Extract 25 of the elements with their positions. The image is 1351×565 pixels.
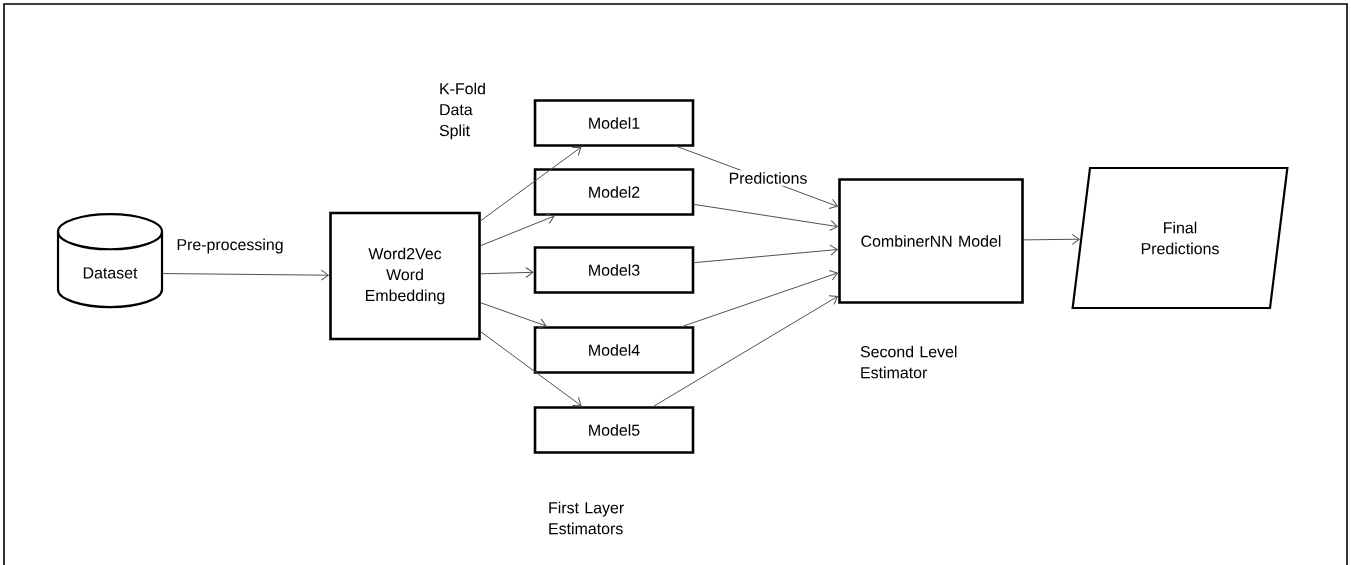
annotation-text: Second Level Estimator — [860, 345, 957, 379]
process-box: CombinerNN Model — [838, 178, 1024, 304]
process-box: Model4 — [533, 326, 695, 374]
process-box: Model2 — [533, 168, 695, 216]
edge-label: Predictions — [726, 170, 810, 186]
annotation-text: K-Fold Data Split — [439, 82, 485, 140]
arrow — [480, 331, 582, 407]
arrow — [480, 267, 534, 278]
arrow — [1023, 233, 1080, 245]
process-box: Model3 — [533, 246, 695, 294]
arrow — [653, 295, 838, 407]
arrow — [162, 269, 329, 281]
arrow — [682, 270, 838, 327]
annotation-text: First Layer Estimators — [549, 501, 624, 535]
output-parallelogram: Final Predictions — [1071, 166, 1289, 310]
arrow — [480, 146, 582, 222]
storage-cylinder: Dataset — [56, 212, 164, 309]
process-box: Model1 — [533, 99, 695, 147]
arrow — [480, 302, 547, 329]
arrow — [693, 244, 838, 264]
edge-label: Pre-processing — [174, 236, 286, 256]
process-box: Word2Vec Word Embedding — [329, 211, 481, 341]
arrow — [480, 213, 555, 247]
arrow — [693, 203, 838, 231]
process-box: Model5 — [533, 406, 695, 454]
